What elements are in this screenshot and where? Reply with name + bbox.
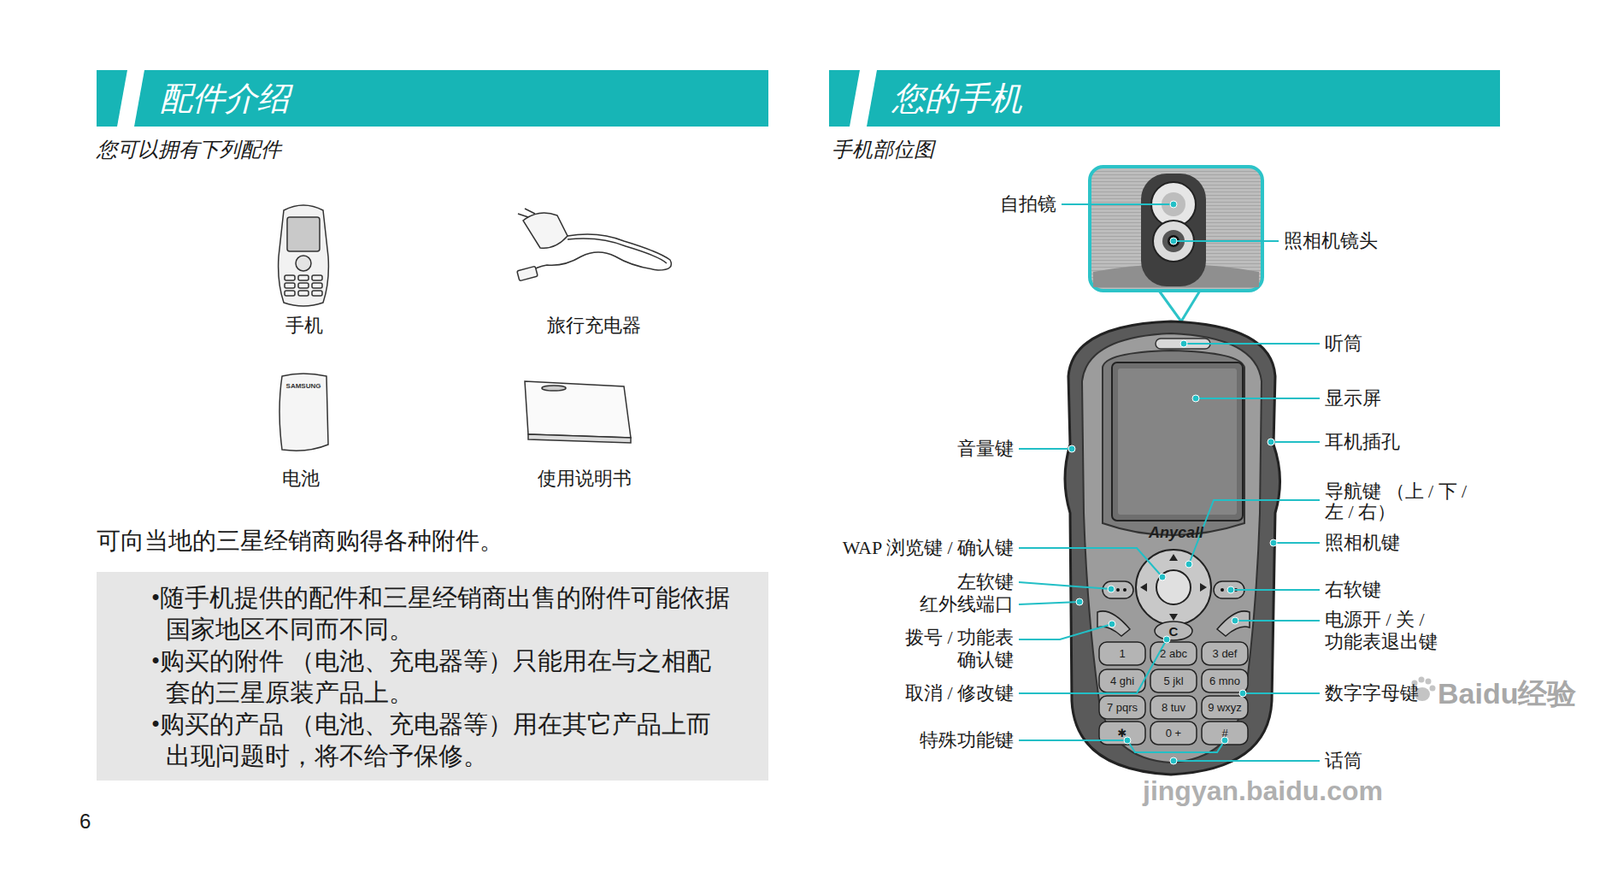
watermark: Baidu经验 xyxy=(1437,675,1577,712)
band-slash xyxy=(96,70,157,127)
band-slash xyxy=(829,70,889,127)
note-bullet: •随手机提供的配件和三星经销商出售的附件可能依据国家地区不同而不同。 xyxy=(151,582,735,646)
key-label: ✱ xyxy=(1117,725,1128,741)
page-number: 6 xyxy=(79,808,91,835)
user-manual xyxy=(524,381,631,443)
callout-label: 照相机键 xyxy=(1324,530,1400,555)
watermark: jingyan.baidu.com xyxy=(1142,773,1383,809)
key-label: 4 ghi xyxy=(1110,673,1135,689)
phone-thumbnail xyxy=(278,205,330,306)
key-label: 0 + xyxy=(1165,725,1182,741)
section-band: 您的手机 xyxy=(829,70,1500,127)
item-caption: 使用说明书 xyxy=(537,466,632,491)
callout-label: 自拍镜 xyxy=(1000,192,1057,217)
key-label: 9 wxyz xyxy=(1207,700,1242,715)
leader-lines xyxy=(1018,204,1320,761)
battery xyxy=(279,373,329,451)
callout-label: 显示屏 xyxy=(1324,386,1382,411)
keypad-key xyxy=(1150,695,1197,719)
keypad-key xyxy=(1099,641,1146,665)
keypad-key xyxy=(1201,721,1248,745)
key-label: 2 abc xyxy=(1159,646,1188,661)
travel-charger xyxy=(517,208,672,282)
key-label: 1 xyxy=(1118,646,1125,661)
subheading: 您可以拥有下列配件 xyxy=(96,136,282,163)
key-label: 5 jkl xyxy=(1163,673,1183,689)
keypad-key xyxy=(1150,721,1197,745)
key-label: # xyxy=(1221,725,1228,741)
callout-label: 导航键 （上 / 下 / 左 / 右） xyxy=(1324,481,1483,523)
callout-label: 电源开 / 关 / 功能表退出键 xyxy=(1324,608,1445,653)
item-caption: 电池 xyxy=(282,466,320,491)
subheading: 手机部位图 xyxy=(831,136,935,163)
keypad-key xyxy=(1201,669,1248,693)
callout-label: 红外线端口 xyxy=(919,592,1014,617)
callout-label: 照相机镜头 xyxy=(1283,229,1378,253)
section-title: 配件介绍 xyxy=(159,76,290,121)
key-label: 3 def xyxy=(1212,646,1238,661)
note-box: •随手机提供的配件和三星经销商出售的附件可能依据国家地区不同而不同。•购买的附件… xyxy=(96,571,769,781)
callout-label: WAP 浏览键 / 确认键 xyxy=(842,535,1014,560)
keypad-key xyxy=(1150,641,1197,665)
callout-label: 音量键 xyxy=(957,436,1014,461)
keypad-key xyxy=(1201,695,1248,719)
section-title: 您的手机 xyxy=(892,76,1023,121)
callout-label: 特殊功能键 xyxy=(919,728,1014,753)
key-label: 6 mno xyxy=(1209,673,1241,689)
camera-inset xyxy=(1089,166,1263,322)
leader-dots xyxy=(1068,200,1277,765)
keypad-key xyxy=(1099,695,1146,719)
item-caption: 旅行充电器 xyxy=(547,313,642,338)
brand-text: SAMSUNG xyxy=(286,382,322,391)
body-text: 可向当地的三星经销商购得各种附件。 xyxy=(96,525,504,557)
keypad-key xyxy=(1201,641,1248,665)
key-label: C xyxy=(1169,623,1179,640)
callout-label: 右软键 xyxy=(1324,577,1382,602)
section-band: 配件介绍 xyxy=(96,70,769,127)
callout-label: 听筒 xyxy=(1324,331,1363,356)
callout-label: 左软键 xyxy=(957,570,1014,595)
callout-label: 耳机插孔 xyxy=(1324,429,1400,454)
note-bullet: •购买的附件 （电池、充电器等）只能用在与之相配套的三星原装产品上。 xyxy=(151,645,735,709)
keypad-key xyxy=(1150,669,1197,693)
brand-logo: Anycall xyxy=(1148,523,1204,543)
callout-label: 取消 / 修改键 xyxy=(905,681,1014,706)
callout-label: 话筒 xyxy=(1324,748,1363,773)
item-caption: 手机 xyxy=(285,313,324,338)
callout-label: 数字字母键 xyxy=(1324,681,1419,706)
key-label: 8 tuv xyxy=(1161,700,1186,715)
note-bullet: •购买的产品 （电池、充电器等）用在其它产品上而出现问题时，将不给予保修。 xyxy=(151,708,735,772)
key-label: 7 pqrs xyxy=(1106,700,1138,715)
callout-label: 拨号 / 功能表 确认键 xyxy=(900,626,1014,671)
